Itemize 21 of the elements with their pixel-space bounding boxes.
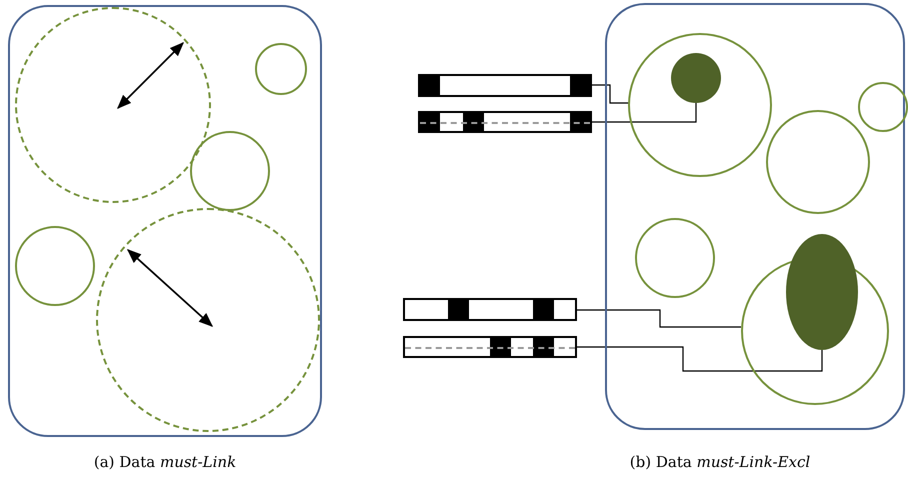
dashed-circle [15, 7, 211, 203]
panel-caption: (a) Data must-Link [94, 453, 236, 471]
ring-circle [15, 226, 95, 306]
ring-circle [635, 218, 715, 298]
filled-circle [671, 53, 721, 103]
leader-line [592, 103, 697, 123]
leader-line [577, 346, 823, 372]
panel-frame [8, 5, 322, 437]
leader-line [592, 84, 629, 104]
dashed-circle [96, 208, 320, 432]
ring-circle [190, 131, 270, 211]
ring-circle [628, 33, 772, 177]
ring-circle [766, 110, 870, 214]
segment-bar [403, 298, 577, 321]
panel-frame [605, 3, 905, 430]
leader-line [577, 309, 741, 328]
segment-bar [418, 111, 592, 133]
segment-bar [403, 336, 577, 358]
ring-circle [255, 43, 307, 95]
segment-bar [418, 74, 592, 97]
panel-caption: (b) Data must-Link-Excl [630, 453, 810, 471]
